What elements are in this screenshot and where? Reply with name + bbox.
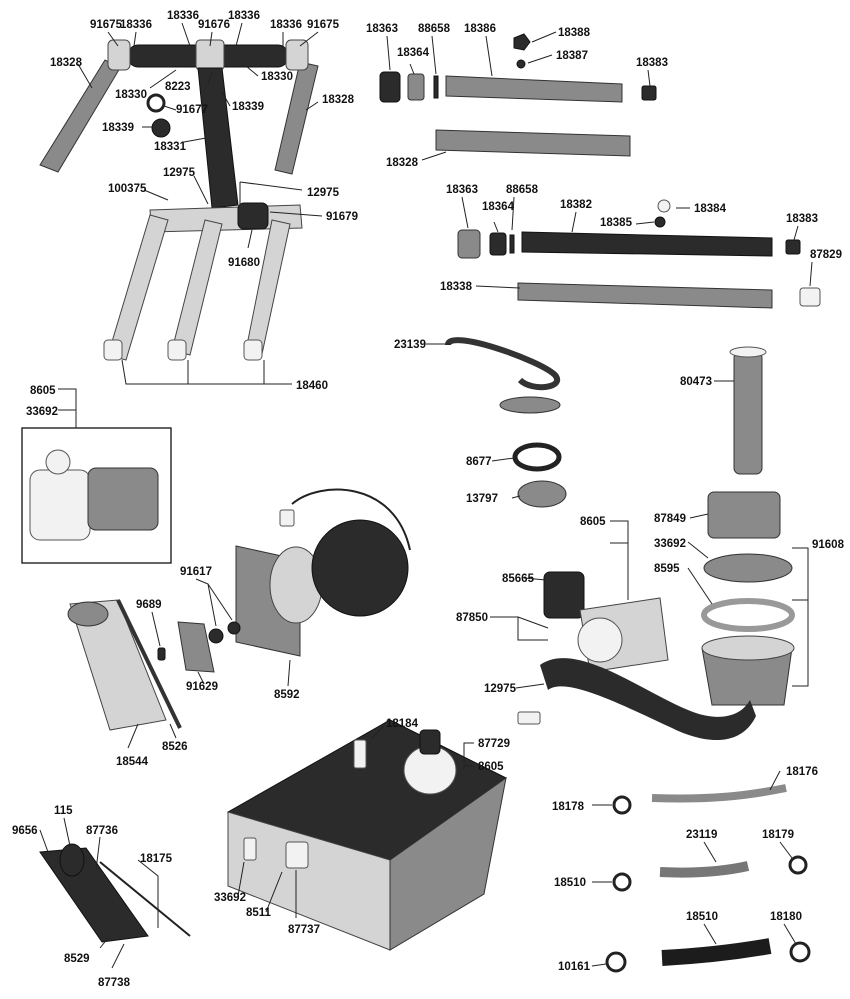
part-label-91617: 91617 [180, 566, 212, 578]
part-label-12975: 12975 [163, 167, 196, 179]
part-label-18386: 18386 [464, 23, 496, 35]
part-label-8677: 8677 [466, 456, 492, 468]
upper-spray-arm-assembly [39, 39, 319, 209]
part-label-18331: 18331 [154, 141, 187, 153]
part-label-8529: 8529 [64, 953, 90, 965]
part-label-18328: 18328 [386, 157, 419, 169]
part-label-85665: 85665 [502, 573, 535, 585]
part-label-18510: 18510 [686, 911, 718, 923]
part-label-9656: 9656 [12, 825, 38, 837]
part-label-18363: 18363 [446, 184, 478, 196]
part-label-18328: 18328 [322, 94, 355, 106]
part-label-8605: 8605 [478, 761, 504, 773]
part-label-18460: 18460 [296, 380, 328, 392]
part-label-23139: 23139 [394, 339, 426, 351]
part-label-87736: 87736 [86, 825, 118, 837]
part-label-18363: 18363 [366, 23, 398, 35]
part-label-8592: 8592 [274, 689, 300, 701]
part-label-18339: 18339 [232, 101, 264, 113]
part-label-12975: 12975 [307, 187, 340, 199]
pump-motor-inset-frame [21, 427, 172, 564]
part-label-91675: 91675 [90, 19, 123, 31]
part-label-18544: 18544 [116, 756, 149, 768]
part-label-18510: 18510 [554, 877, 586, 889]
part-label-87849: 87849 [654, 513, 686, 525]
part-label-18336: 18336 [270, 19, 302, 31]
part-label-115: 115 [54, 805, 73, 817]
part-label-88658: 88658 [506, 184, 539, 196]
part-label-18180: 18180 [770, 911, 802, 923]
part-label-18339: 18339 [102, 122, 134, 134]
part-label-87738: 87738 [98, 977, 131, 989]
part-label-18328: 18328 [50, 57, 83, 69]
part-label-8605: 8605 [580, 516, 606, 528]
part-label-8595: 8595 [654, 563, 680, 575]
part-label-18336: 18336 [167, 10, 199, 22]
part-label-88658: 88658 [418, 23, 451, 35]
part-label-13797: 13797 [466, 493, 498, 505]
part-label-33692: 33692 [654, 538, 686, 550]
part-label-33692: 33692 [26, 406, 58, 418]
part-label-8526: 8526 [162, 741, 188, 753]
part-label-91679: 91679 [326, 211, 358, 223]
part-label-91676: 91676 [198, 19, 230, 31]
part-label-18175: 18175 [140, 853, 173, 865]
drain-and-filter-group [701, 346, 795, 706]
part-label-18178: 18178 [552, 801, 585, 813]
part-label-87729: 87729 [478, 738, 510, 750]
bottom-left-bracket-assembly [39, 843, 191, 943]
part-label-18336: 18336 [120, 19, 152, 31]
lower-manifold-group [457, 199, 821, 309]
part-label-12975: 12975 [484, 683, 517, 695]
pump-motor-inset [29, 449, 159, 541]
part-label-18364: 18364 [397, 47, 430, 59]
hoses-and-clamps [605, 784, 811, 973]
part-label-18385: 18385 [600, 217, 633, 229]
part-label-18338: 18338 [440, 281, 473, 293]
lower-spray-arm-assembly [103, 202, 303, 361]
part-label-23119: 23119 [686, 829, 717, 841]
part-label-91680: 91680 [228, 257, 260, 269]
pump-housing [67, 599, 182, 731]
part-label-18364: 18364 [482, 201, 515, 213]
leader-lines [39, 22, 813, 969]
part-label-18336: 18336 [228, 10, 260, 22]
part-label-18383: 18383 [786, 213, 818, 225]
part-label-18388: 18388 [558, 27, 591, 39]
part-label-91677: 91677 [176, 104, 208, 116]
part-label-8223: 8223 [165, 81, 191, 93]
part-label-8511: 8511 [246, 907, 272, 919]
part-label-10161: 10161 [558, 961, 591, 973]
part-label-91629: 91629 [186, 681, 218, 693]
part-label-18387: 18387 [556, 50, 588, 62]
part-label-18179: 18179 [762, 829, 794, 841]
part-label-91608: 91608 [812, 539, 845, 551]
part-label-9689: 9689 [136, 599, 162, 611]
part-label-87737: 87737 [288, 924, 320, 936]
machine-base-tray [226, 719, 507, 951]
small-parts-group [157, 621, 241, 673]
part-label-87850: 87850 [456, 612, 488, 624]
part-label-18330: 18330 [115, 89, 147, 101]
part-label-18330: 18330 [261, 71, 293, 83]
part-label-80473: 80473 [680, 376, 712, 388]
part-label-18382: 18382 [560, 199, 592, 211]
part-label-33692: 33692 [214, 892, 246, 904]
part-label-18184: 18184 [386, 718, 419, 730]
circulation-pump-assembly [517, 571, 756, 741]
part-label-18384: 18384 [694, 203, 727, 215]
part-label-91675: 91675 [307, 19, 340, 31]
part-label-8605: 8605 [30, 385, 56, 397]
upper-manifold-group [379, 33, 657, 157]
part-label-87829: 87829 [810, 249, 842, 261]
part-label-18176: 18176 [786, 766, 818, 778]
motor-exploded [235, 488, 411, 657]
part-label-100375: 100375 [108, 183, 147, 195]
part-label-18383: 18383 [636, 57, 668, 69]
heating-element [445, 337, 567, 508]
